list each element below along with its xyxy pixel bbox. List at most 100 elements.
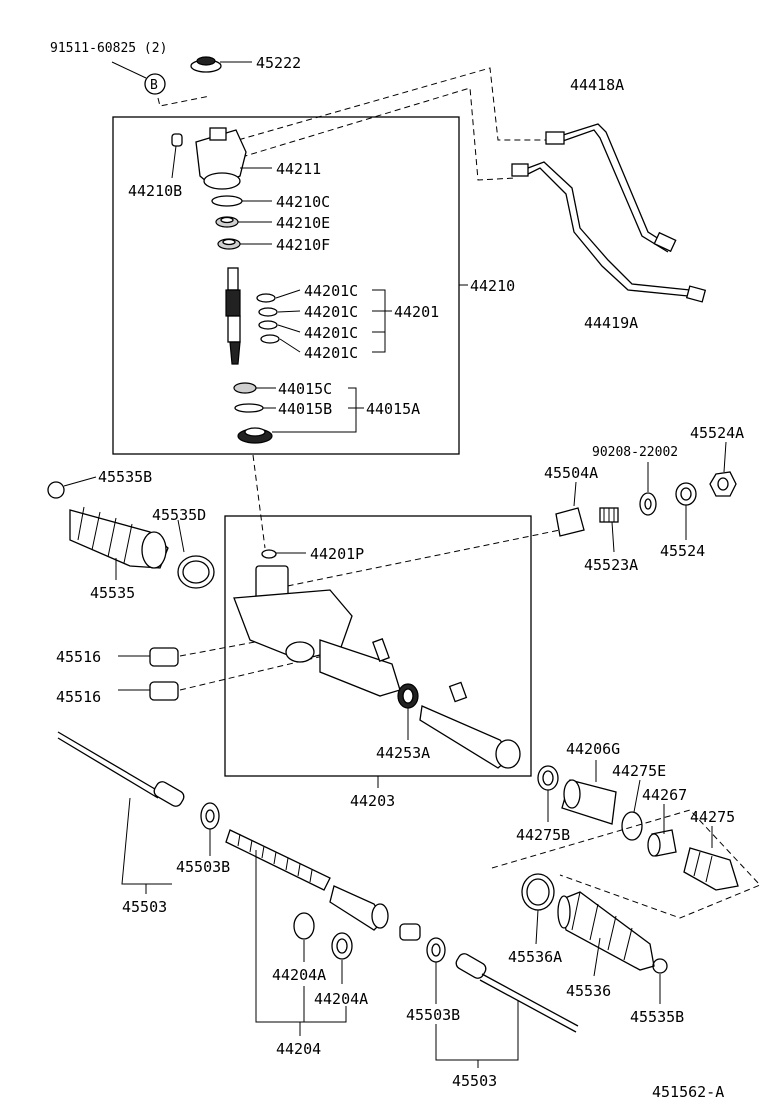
part-44211-housing [195, 127, 247, 190]
part-90208-washer [639, 492, 657, 516]
label-44201C-1: 44201C [304, 282, 358, 300]
part-45503-tie-rod-left [57, 731, 185, 807]
label-44275B: 44275B [516, 826, 570, 844]
part-44204-rack-bar [225, 829, 331, 891]
label-44201P: 44201P [310, 545, 364, 563]
label-44015C: 44015C [278, 380, 332, 398]
label-45535D: 45535D [152, 506, 206, 524]
part-45535B-clamp-top [47, 481, 65, 499]
part-44210F-seal [217, 238, 241, 250]
label-44201C-4: 44201C [304, 344, 358, 362]
label-45535: 45535 [90, 584, 135, 602]
dashed-guide-pipe-lower [231, 87, 517, 181]
label-44275: 44275 [690, 808, 735, 826]
part-44210E-seal [215, 216, 239, 228]
part-44210C-oring [211, 195, 243, 207]
dashed-guide-bush-1 [179, 627, 331, 657]
label-45504A: 45504A [544, 464, 598, 482]
label-44211: 44211 [276, 160, 321, 178]
part-45535D-clamp [177, 555, 215, 589]
label-44201: 44201 [394, 303, 439, 321]
part-45503B-washer-left [200, 802, 220, 830]
part-44203-rack-housing [233, 549, 401, 697]
label-44201C-3: 44201C [304, 324, 358, 342]
part-44275-end-stopper [683, 847, 739, 891]
part-44206G-sleeve [561, 779, 617, 825]
part-45536A-clamp [521, 873, 555, 911]
label-44201C-2: 44201C [304, 303, 358, 321]
part-44201C-rings [256, 293, 280, 344]
label-45524A: 45524A [690, 424, 744, 442]
part-piston [329, 885, 389, 931]
part-45523A-spring [599, 507, 619, 523]
label-44419A: 44419A [584, 314, 638, 332]
part-45222-cap [190, 56, 222, 73]
part-44275B-seal [537, 765, 559, 791]
label-45536A: 45536A [508, 948, 562, 966]
part-45524A-nut [709, 471, 737, 497]
part-44275E-oring [621, 811, 643, 841]
label-44015B: 44015B [278, 400, 332, 418]
part-44201-pinion-shaft [225, 267, 241, 365]
dashed-guide-b [157, 95, 211, 107]
label-45523A: 45523A [584, 556, 638, 574]
part-44015B-oring [234, 403, 264, 413]
label-44204A-1: 44204A [272, 966, 326, 984]
part-45516-bushing-2 [149, 681, 179, 701]
label-44210F: 44210F [276, 236, 330, 254]
label-45536: 45536 [566, 982, 611, 1000]
label-44204A-2: 44204A [314, 990, 368, 1008]
callout-b-circle [144, 73, 166, 95]
part-45516-bushing-1 [149, 647, 179, 667]
dashed-guide-pinion [252, 454, 266, 549]
part-44267-bushing [647, 829, 677, 857]
label-45516-1: 45516 [56, 648, 101, 666]
part-44204A-oring-1 [293, 912, 315, 940]
label-44253A: 44253A [376, 744, 430, 762]
label-90208-22002: 90208-22002 [592, 445, 678, 460]
label-44210C: 44210C [276, 193, 330, 211]
label-44204: 44204 [276, 1040, 321, 1058]
part-45535-boot [69, 506, 169, 569]
label-45524: 45524 [660, 542, 705, 560]
dashed-guide-bush-2 [179, 651, 341, 691]
part-44418A-pipe [545, 123, 677, 253]
label-45503B-right: 45503B [406, 1006, 460, 1024]
label-91511-60825: 91511-60825 (2) [50, 41, 167, 56]
dashed-guide-pipe-upper [209, 67, 548, 149]
part-44204A-seal-2 [331, 932, 353, 960]
part-44419A-pipe [511, 161, 707, 303]
label-44210: 44210 [470, 277, 515, 295]
part-44253A-seal [397, 683, 419, 709]
label-44275E: 44275E [612, 762, 666, 780]
part-45503-tie-rod-right [455, 953, 579, 1033]
part-44210B-bolt [171, 133, 183, 147]
part-45504A-rack-guide [555, 507, 585, 537]
label-44015A: 44015A [366, 400, 420, 418]
part-45524-cap [675, 482, 697, 506]
label-45516-2: 45516 [56, 688, 101, 706]
part-45536-boot [557, 891, 655, 971]
label-45222: 45222 [256, 54, 301, 72]
leader-lines [63, 61, 727, 1068]
label-44210E: 44210E [276, 214, 330, 232]
label-45503B-left: 45503B [176, 858, 230, 876]
part-44015C-seal [233, 382, 257, 394]
label-44203: 44203 [350, 792, 395, 810]
label-44418A: 44418A [570, 76, 624, 94]
label-45503-left: 45503 [122, 898, 167, 916]
label-44206G: 44206G [566, 740, 620, 758]
part-45535B-clamp-bottom [652, 958, 668, 974]
label-figure-id: 451562-A [652, 1083, 724, 1101]
part-44015A-bearing [237, 427, 273, 444]
label-44210B: 44210B [128, 182, 182, 200]
part-45503B-washer-right [426, 937, 446, 963]
label-45535B-top: 45535B [98, 468, 152, 486]
part-cylinder-tube [419, 681, 521, 769]
label-callout-b: B [150, 78, 158, 93]
label-44267: 44267 [642, 786, 687, 804]
label-45535B-bottom: 45535B [630, 1008, 684, 1026]
label-45503-right: 45503 [452, 1072, 497, 1090]
part-small-bushing [399, 923, 421, 941]
